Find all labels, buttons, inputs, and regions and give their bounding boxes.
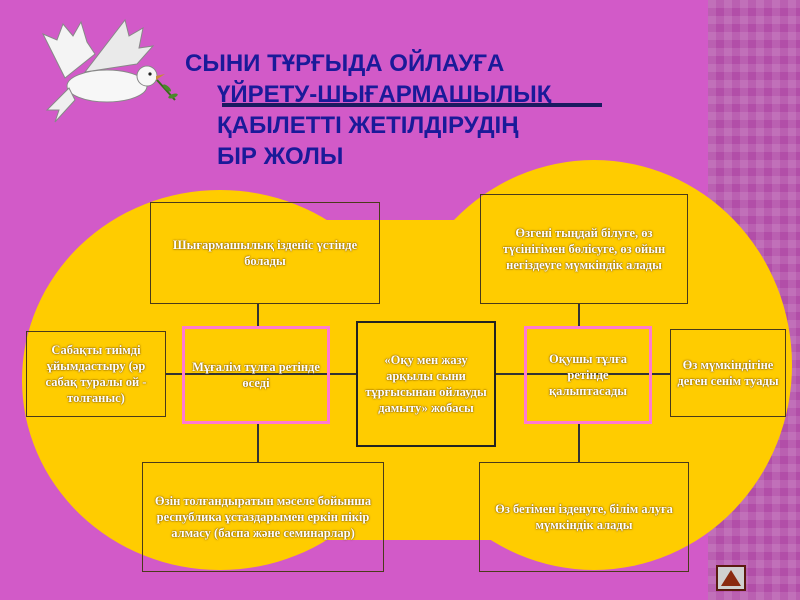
box-bottom-right: Өз бетімен ізденуге, білім алуға мүмкінд… <box>479 462 689 572</box>
box-top-left: Шығармашылық ізденіс үстінде болады <box>150 202 380 304</box>
title-line-3: ҚАБІЛЕТТІ ЖЕТІЛДІРУДІҢ <box>217 112 519 139</box>
box-student: Оқушы тұлға ретінде қалыптасады <box>524 326 652 424</box>
box-right: Өз мүмкіндігіне деген сенім туады <box>670 329 786 417</box>
connector-line <box>166 373 356 375</box>
box-center: «Оқу мен жазу арқылы сыни тұрғысынан ойл… <box>356 321 496 447</box>
up-arrow-icon <box>721 570 741 586</box>
dove-icon <box>41 18 178 123</box>
box-left: Сабақты тиімді ұйымдастыру (әр сабақ тур… <box>26 331 166 417</box>
connector-line <box>257 304 259 326</box>
box-top-right: Өзгені тыңдай білуге, өз түсінігімен бөл… <box>480 194 688 304</box>
connector-line <box>578 424 580 462</box>
page-title: СЫНИ ТҰРҒЫДА ОЙЛАУҒА ҮЙРЕТУ-ШЫҒАРМАШЫЛЫҚ… <box>185 48 551 172</box>
title-line-4: БІР ЖОЛЫ <box>217 143 344 170</box>
title-line-1: СЫНИ ТҰРҒЫДА ОЙЛАУҒА <box>185 50 505 77</box>
connector-line <box>578 304 580 326</box>
title-underline <box>222 103 602 107</box>
connector-line <box>496 373 670 375</box>
box-teacher: Мұғалім тұлға ретінде өседі <box>182 326 330 424</box>
connector-line <box>257 424 259 462</box>
yellow-background-shape <box>22 160 792 570</box>
box-bottom-left: Өзін толғандыратын мәселе бойынша респуб… <box>142 462 384 572</box>
nav-up-button[interactable] <box>716 565 746 591</box>
